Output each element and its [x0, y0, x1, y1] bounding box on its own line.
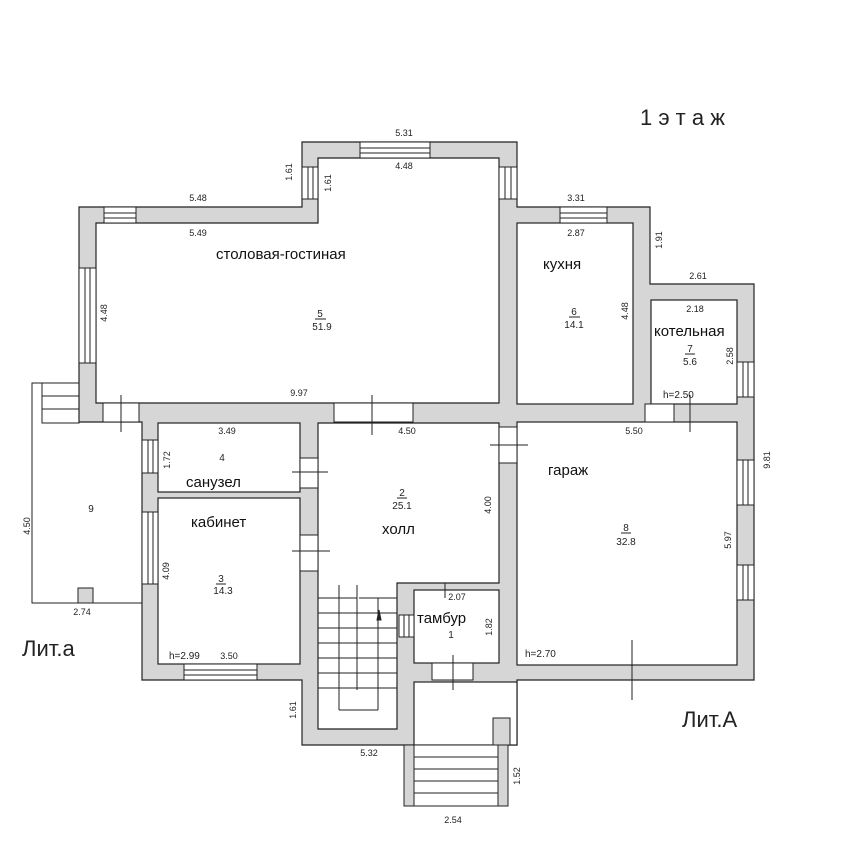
dimension-label: 9.81	[762, 451, 772, 469]
dimension-label: 2.87	[567, 228, 585, 238]
dimension-label: 9.97	[290, 388, 308, 398]
hall-number: 2	[399, 488, 405, 499]
kitchen-name: кухня	[543, 256, 581, 273]
cabinet-area: 14.3	[213, 586, 233, 597]
boiler-number: 7	[687, 344, 693, 355]
bathroom-number: 4	[219, 453, 225, 464]
hall-name: холл	[382, 521, 415, 538]
boiler-height: h=2.50	[663, 390, 694, 401]
living-name: столовая-гостиная	[216, 246, 346, 263]
dimension-label: 1.52	[512, 767, 522, 785]
porch-pillar	[492, 717, 511, 746]
room-kitchen	[516, 222, 634, 405]
boiler-area: 5.6	[683, 357, 697, 368]
dimension-label: 5.49	[189, 228, 207, 238]
room-hall	[317, 422, 500, 730]
dimension-label: 3.50	[220, 651, 238, 661]
windows	[78, 141, 755, 681]
doors	[102, 284, 755, 700]
boiler-name: котельная	[654, 323, 725, 340]
dimension-label: 2.18	[686, 304, 704, 314]
dimension-label: 4.50	[398, 426, 416, 436]
dimension-label: 3.49	[218, 426, 236, 436]
dimension-label: 2.54	[444, 815, 462, 825]
dimension-label: 5.48	[189, 193, 207, 203]
dimension-label: 1.91	[654, 231, 664, 249]
dimension-label: 5.50	[625, 426, 643, 436]
dimension-label: 4.00	[483, 496, 493, 514]
dimension-label: 2.61	[689, 271, 707, 281]
dimension-label: 1.61	[284, 163, 294, 181]
dimension-label: 4.48	[395, 161, 413, 171]
garage-number: 8	[623, 523, 629, 534]
tambur-number: 1	[448, 630, 454, 641]
dimension-label: 4.48	[99, 304, 109, 322]
tambur-name: тамбур	[417, 610, 466, 627]
interior-stairs	[318, 585, 397, 711]
living-number: 5	[317, 309, 323, 320]
cabinet-number: 3	[218, 574, 224, 585]
dimension-label: 1.61	[323, 174, 333, 192]
dimension-label: 2.74	[73, 607, 91, 617]
dimension-label: 2.58	[725, 347, 735, 365]
dimension-label: 5.32	[360, 748, 378, 758]
room-garage	[516, 421, 738, 666]
room-boiler	[650, 299, 738, 405]
garage-area: 32.8	[616, 537, 636, 548]
room-bathroom	[157, 422, 301, 493]
lit-annex-label: Лит.а	[22, 636, 75, 661]
garage-name: гараж	[548, 462, 588, 479]
lit-main-label: Лит.А	[682, 707, 737, 732]
cabinet-name: кабинет	[191, 514, 246, 531]
garage-height: h=2.70	[525, 649, 556, 660]
dimension-label: 4.48	[620, 302, 630, 320]
dimension-label: 1.61	[288, 701, 298, 719]
dimension-label: 4.09	[161, 562, 171, 580]
kitchen-area: 14.1	[564, 320, 584, 331]
dimension-label: 1.72	[162, 451, 172, 469]
dimension-label: 5.97	[723, 531, 733, 549]
dimension-label: 1.82	[484, 618, 494, 636]
annex-pillar	[77, 587, 94, 604]
floor-title: 1 э т а ж	[640, 105, 725, 130]
cabinet-height: h=2.99	[169, 651, 200, 662]
room-tambur	[413, 589, 500, 664]
bathroom-name: санузел	[186, 474, 241, 491]
annex-number: 9	[88, 504, 94, 515]
dimension-label: 3.31	[567, 193, 585, 203]
dimension-label: 4.50	[22, 517, 32, 535]
dimension-label: 5.31	[395, 128, 413, 138]
room-living	[95, 157, 500, 404]
annex-steps	[41, 382, 80, 424]
entrance-steps	[403, 744, 509, 807]
dimension-labels: 5.31 4.48 5.48 5.49 9.97 3.31 2.87 2.61 …	[22, 128, 772, 825]
hall-area: 25.1	[392, 501, 412, 512]
dimension-label: 2.07	[448, 592, 466, 602]
kitchen-number: 6	[571, 307, 577, 318]
living-area: 51.9	[312, 322, 332, 333]
